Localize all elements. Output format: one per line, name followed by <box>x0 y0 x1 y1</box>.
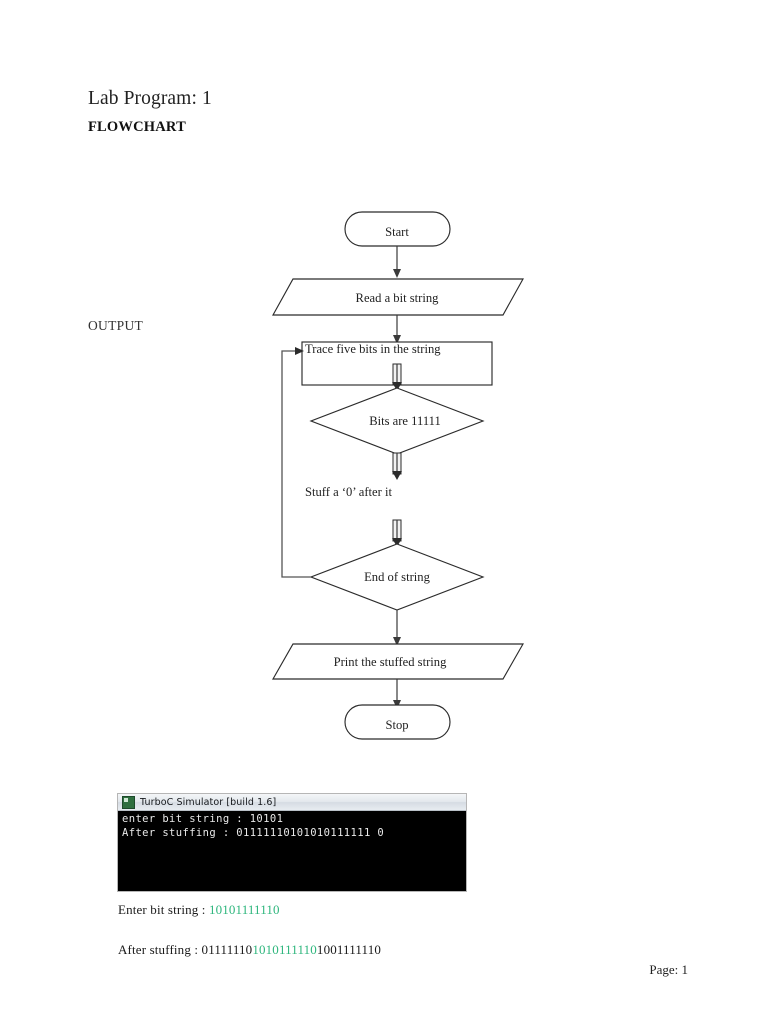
flowchart-diagram: Start Read a bit string Trace five bits … <box>255 196 555 766</box>
flow-node-stuff-label: Stuff a ‘0’ after it <box>305 485 392 499</box>
result-lines: Enter bit string : 10101111110 After stu… <box>118 902 638 982</box>
flow-edge-trace-bits <box>392 363 402 391</box>
console-line: enter bit string : 10101 <box>122 813 284 825</box>
result-stuffing-suffix: 1001111110 <box>316 942 382 957</box>
flow-node-stop: Stop <box>344 704 451 740</box>
flow-node-bits-decision: Bits are 11111 <box>309 387 485 455</box>
app-icon <box>122 795 135 809</box>
flow-edge-endstring-print <box>393 610 401 646</box>
result-enter-label: Enter bit string : <box>118 902 209 917</box>
flow-edge-read-trace <box>393 315 401 344</box>
flow-node-stuff: Stuff a ‘0’ after it <box>305 485 392 499</box>
result-stuffing-prefix: 01111110 <box>201 942 253 957</box>
flow-edge-bits-stuff <box>392 452 402 480</box>
console-titlebar[interactable]: TurboC Simulator [build 1.6] <box>118 794 466 811</box>
page-title: Lab Program: 1 <box>88 88 212 109</box>
flow-edge-start-read <box>393 246 401 278</box>
console-window-title: TurboC Simulator [build 1.6] <box>140 796 277 808</box>
result-stuffing-highlight: 1010111110 <box>252 942 317 957</box>
page-subtitle: FLOWCHART <box>88 119 186 135</box>
flow-node-read-label: Read a bit string <box>356 291 440 305</box>
flow-node-endstring-decision: End of string <box>309 543 485 611</box>
console-line: After stuffing : 01111110101010111111 0 <box>122 826 385 839</box>
flow-node-start-label: Start <box>385 225 409 239</box>
result-stuffing-label: After stuffing : <box>118 942 202 957</box>
page-footer: Page: 1 <box>649 962 688 977</box>
result-enter-value: 10101111110 <box>208 902 280 917</box>
console-output-area: enter bit string : 10101 After stuffing … <box>118 811 466 891</box>
heading-block: Lab Program: 1 FLOWCHART <box>88 88 212 136</box>
console-window[interactable]: TurboC Simulator [build 1.6] enter bit s… <box>117 793 467 892</box>
flow-node-endstring-label: End of string <box>364 570 430 584</box>
flow-node-print: Print the stuffed string <box>272 643 524 680</box>
flow-node-trace-label: Trace five bits in the string <box>305 342 441 356</box>
flow-edge-stuff-endstring <box>392 519 402 547</box>
flow-edge-loop-back <box>281 347 311 578</box>
flow-node-print-label: Print the stuffed string <box>334 655 447 669</box>
output-section-label: OUTPUT <box>88 318 144 333</box>
result-stuffing-line: After stuffing : 01111110101011111010011… <box>118 942 638 958</box>
flow-node-stop-label: Stop <box>385 718 408 732</box>
flow-node-start: Start <box>344 211 451 247</box>
flow-node-bits-label: Bits are 11111 <box>369 414 441 428</box>
result-enter-line: Enter bit string : 10101111110 <box>118 902 638 918</box>
flow-node-read: Read a bit string <box>272 278 524 316</box>
